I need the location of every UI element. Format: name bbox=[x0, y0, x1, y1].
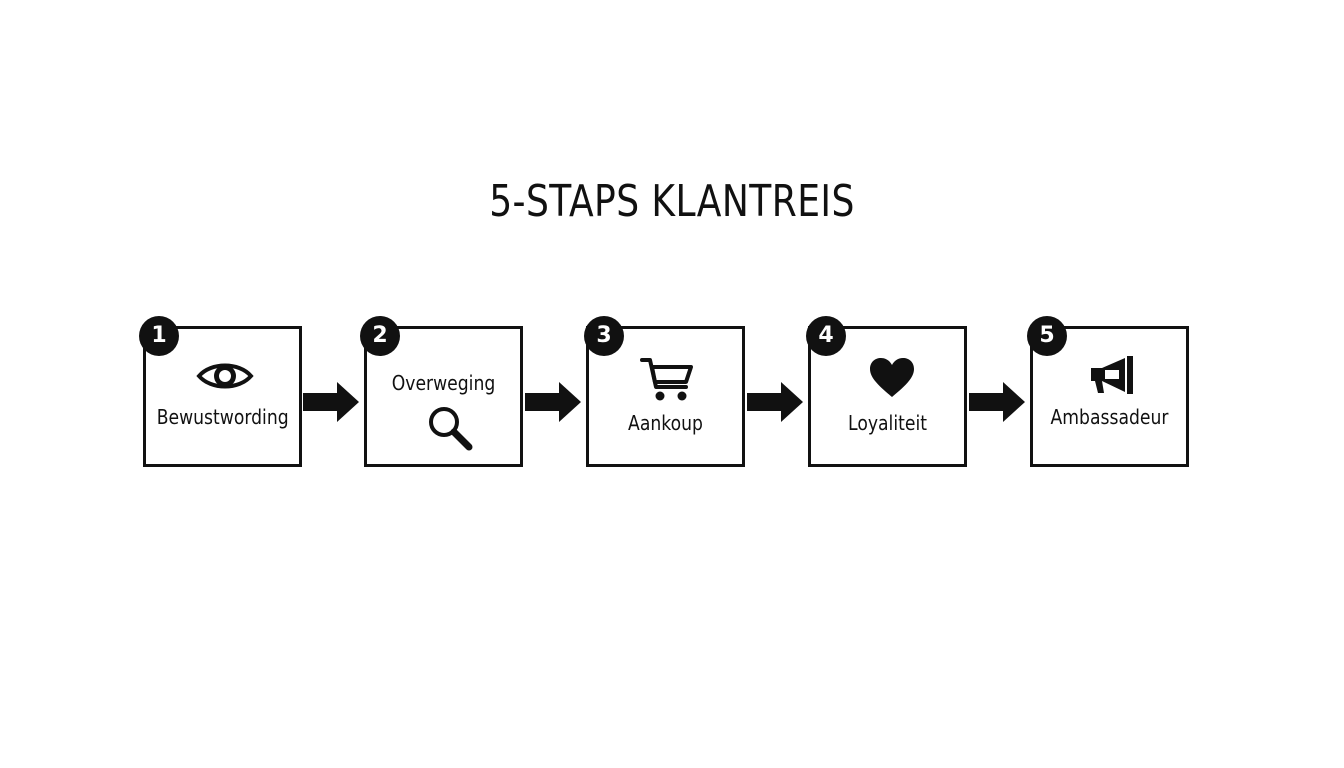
step-number-badge: 2 bbox=[360, 316, 400, 356]
diagram-title: 5-STAPS KLANTREIS bbox=[489, 176, 855, 227]
megaphone-icon bbox=[1091, 356, 1133, 394]
step-number-badge: 5 bbox=[1027, 316, 1067, 356]
step-number-badge: 4 bbox=[806, 316, 846, 356]
step-number-badge: 3 bbox=[584, 316, 624, 356]
step-label: Ambassadeur bbox=[1050, 405, 1169, 429]
arrow-right-icon bbox=[525, 382, 581, 422]
arrow-right-icon bbox=[747, 382, 803, 422]
eye-icon bbox=[196, 363, 254, 389]
step-label: Overweging bbox=[391, 371, 496, 395]
arrow-right-icon bbox=[969, 382, 1025, 422]
step-box-loyalty: Loyaliteit bbox=[808, 326, 967, 467]
magnifier-icon bbox=[429, 407, 473, 451]
step-label: Bewustwording bbox=[156, 405, 289, 429]
heart-icon bbox=[870, 358, 914, 397]
step-label: Aankoup bbox=[628, 411, 703, 435]
shopping-cart-icon bbox=[640, 358, 693, 401]
step-box-awareness: Bewustwording bbox=[143, 326, 302, 467]
step-label: Loyaliteit bbox=[848, 411, 927, 435]
step-number-badge: 1 bbox=[139, 316, 179, 356]
arrow-right-icon bbox=[303, 382, 359, 422]
